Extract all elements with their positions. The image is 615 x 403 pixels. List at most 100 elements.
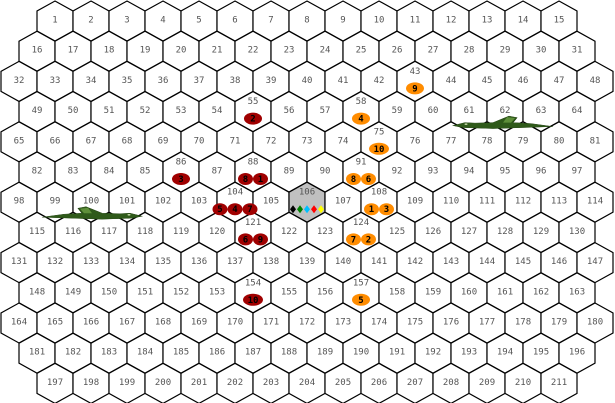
hex-number: 56 [284, 106, 295, 116]
hex-number: 143 [443, 257, 459, 267]
hex-number: 210 [515, 378, 531, 388]
hex-number: 157 [353, 278, 369, 288]
hex-number: 96 [536, 167, 547, 177]
red-unit-1[interactable]: 1 [253, 173, 268, 185]
hex-number: 49 [32, 106, 43, 116]
hex-number: 178 [515, 318, 531, 328]
orange-unit-10[interactable]: 10 [369, 142, 389, 155]
red-unit-4[interactable]: 4 [227, 203, 243, 216]
hex-number: 166 [83, 318, 99, 328]
hex-number: 202 [227, 378, 243, 388]
hex-number: 15 [554, 16, 565, 26]
red-marker[interactable] [311, 205, 317, 214]
orange-unit-3[interactable]: 3 [379, 203, 394, 216]
hex-number: 158 [389, 287, 405, 297]
hex-number: 9 [340, 16, 345, 26]
hex-number: 182 [65, 348, 81, 358]
red-unit-2[interactable]: 2 [244, 112, 262, 125]
hex-number: 107 [335, 197, 351, 207]
red-unit-6[interactable]: 6 [238, 233, 253, 246]
hex-number: 102 [155, 197, 171, 207]
hex-number: 174 [371, 318, 387, 328]
hex-number: 82 [32, 167, 43, 177]
orange-unit-counter[interactable] [379, 203, 394, 216]
hex-number: 184 [137, 348, 153, 358]
red-unit-counter[interactable] [243, 293, 263, 306]
hex-number: 83 [68, 167, 79, 177]
hex-number: 142 [407, 257, 423, 267]
hex-number: 64 [572, 106, 583, 116]
orange-unit-1[interactable]: 1 [364, 203, 379, 216]
hex-number: 104 [227, 188, 243, 198]
hex-number: 120 [209, 227, 225, 237]
aircraft-wing-icon [80, 207, 92, 214]
green-aircraft-west[interactable] [41, 206, 143, 220]
green-marker[interactable] [297, 205, 303, 214]
hex-number: 134 [119, 257, 135, 267]
orange-unit-5[interactable]: 5 [352, 293, 370, 306]
red-unit-counter[interactable] [212, 203, 228, 216]
orange-unit-2[interactable]: 2 [361, 233, 376, 246]
red-unit-9[interactable]: 9 [253, 233, 268, 246]
aircraft-eye-icon [464, 123, 468, 125]
hex-number: 172 [299, 318, 315, 328]
red-unit-3[interactable]: 3 [172, 173, 190, 185]
hex-cell[interactable] [540, 362, 578, 403]
green-aircraft-east[interactable] [452, 115, 554, 129]
orange-unit-counter[interactable] [352, 293, 370, 306]
orange-unit-9[interactable]: 9 [406, 82, 424, 95]
hex-211[interactable]: 211 [540, 362, 578, 403]
unit-label: 3 [178, 175, 183, 185]
hex-number: 112 [515, 197, 531, 207]
red-unit-7[interactable]: 7 [242, 203, 258, 216]
hex-number: 81 [590, 136, 601, 146]
orange-unit-counter[interactable] [364, 203, 379, 216]
cyan-marker[interactable] [304, 205, 310, 214]
hex-number: 44 [446, 76, 457, 86]
red-unit-counter[interactable] [227, 203, 243, 216]
hex-number: 32 [14, 76, 25, 86]
orange-unit-counter[interactable] [352, 112, 370, 125]
orange-unit-4[interactable]: 4 [352, 112, 370, 125]
hex-number: 53 [176, 106, 187, 116]
hex-number: 70 [194, 136, 205, 146]
hex-number: 57 [320, 106, 331, 116]
red-unit-counter[interactable] [238, 173, 253, 185]
red-unit-counter[interactable] [172, 173, 190, 185]
hex-number: 48 [590, 76, 601, 86]
hex-number: 113 [551, 197, 567, 207]
red-unit-counter[interactable] [238, 233, 253, 246]
hex-number: 42 [374, 76, 385, 86]
orange-unit-7[interactable]: 7 [346, 233, 361, 246]
orange-unit-counter[interactable] [406, 82, 424, 95]
hex-number: 136 [191, 257, 207, 267]
hex-number: 207 [407, 378, 423, 388]
red-unit-counter[interactable] [253, 173, 268, 185]
black-marker[interactable] [290, 205, 296, 214]
hex-number: 13 [482, 16, 493, 26]
orange-unit-counter[interactable] [346, 173, 361, 185]
red-unit-5[interactable]: 5 [212, 203, 228, 216]
red-unit-counter[interactable] [242, 203, 258, 216]
orange-unit-counter[interactable] [361, 173, 376, 185]
orange-unit-8[interactable]: 8 [346, 173, 361, 185]
orange-unit-counter[interactable] [346, 233, 361, 246]
yellow-marker[interactable] [318, 205, 324, 214]
hex-number: 86 [176, 158, 187, 168]
unit-label: 5 [217, 205, 222, 215]
hex-number: 131 [11, 257, 27, 267]
orange-unit-counter[interactable] [361, 233, 376, 246]
hex-number: 31 [572, 46, 583, 56]
red-unit-8[interactable]: 8 [238, 173, 253, 185]
red-unit-counter[interactable] [244, 112, 262, 125]
hex-number: 208 [443, 378, 459, 388]
hex-number: 3 [124, 16, 129, 26]
hex-number: 66 [50, 136, 61, 146]
orange-unit-6[interactable]: 6 [361, 173, 376, 185]
hex-number: 152 [173, 287, 189, 297]
red-unit-counter[interactable] [253, 233, 268, 246]
orange-unit-counter[interactable] [369, 142, 389, 155]
hex-number: 19 [140, 46, 151, 56]
red-unit-10[interactable]: 10 [243, 293, 263, 306]
